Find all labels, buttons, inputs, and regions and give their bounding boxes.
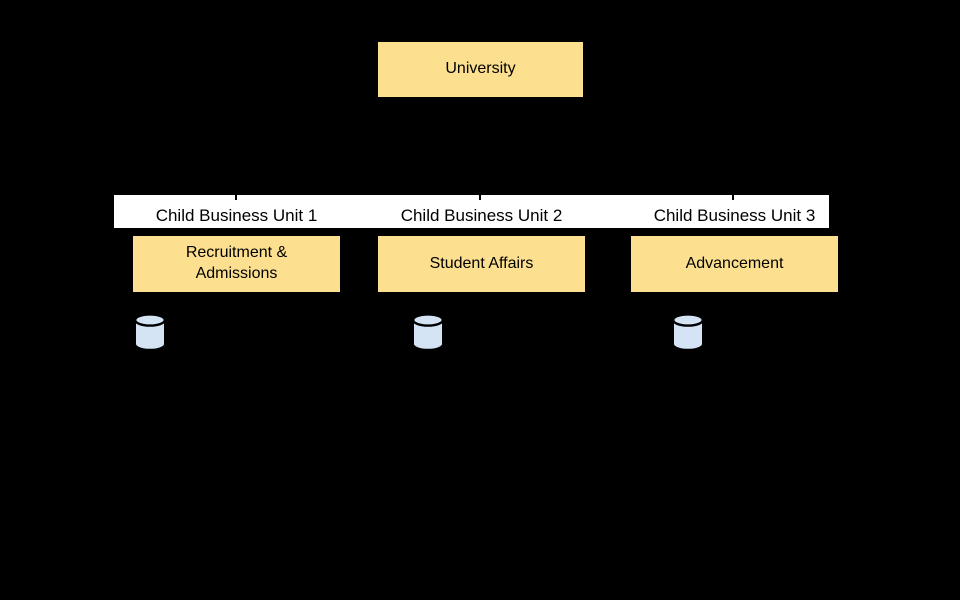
student-affairs-node: Student Affairs	[378, 236, 585, 292]
child-unit-1-label: Child Business Unit 1	[155, 206, 318, 225]
university-node-label: University	[445, 60, 516, 78]
university-node: University	[378, 42, 583, 97]
database-icon	[672, 313, 704, 351]
child-units-label-band	[114, 195, 829, 228]
advancement-node-label: Advancement	[685, 254, 784, 272]
student-affairs-node-label: Student Affairs	[429, 254, 534, 272]
child-unit-2-label: Child Business Unit 2	[400, 206, 563, 225]
database-icon	[412, 313, 444, 351]
child-unit-3-label: Child Business Unit 3	[653, 206, 816, 225]
database-icon	[134, 313, 166, 351]
connector-stub-unit-2	[479, 195, 481, 200]
connector-stub-unit-3	[732, 195, 734, 200]
advancement-node: Advancement	[631, 236, 838, 292]
recruitment-admissions-node: Recruitment & Admissions	[133, 236, 340, 292]
connector-stub-unit-1	[235, 195, 237, 200]
recruitment-admissions-node-label: Recruitment & Admissions	[185, 244, 288, 282]
